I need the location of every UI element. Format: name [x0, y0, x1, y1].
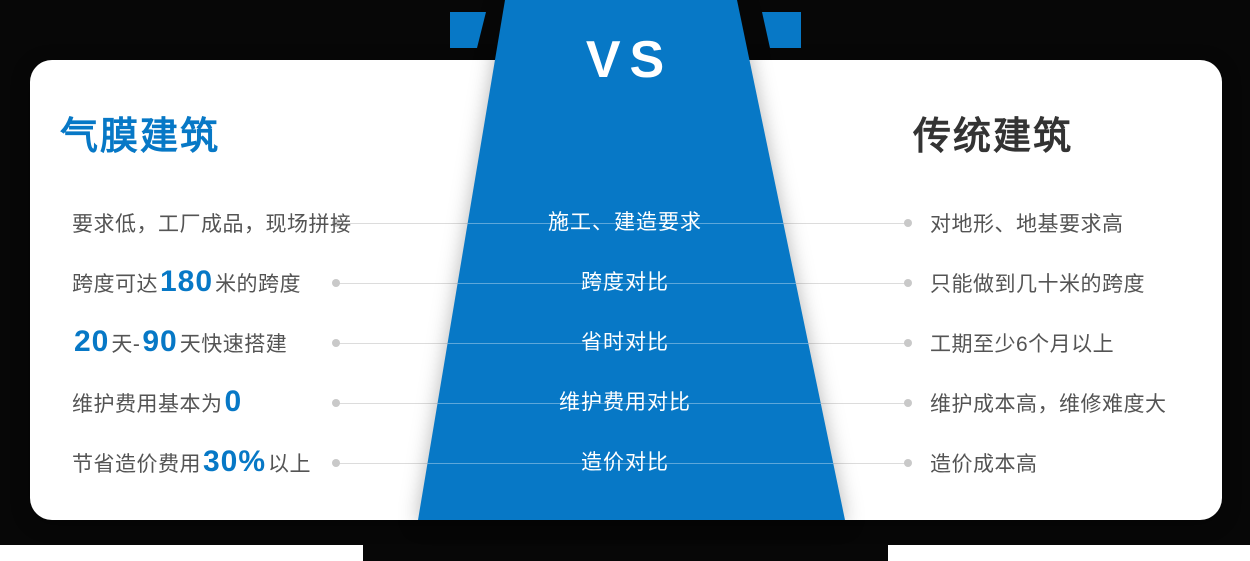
- connector-dot-left: [332, 459, 340, 467]
- connector-dot-left: [332, 339, 340, 347]
- center-category-label: 维护费用对比: [559, 391, 691, 414]
- right-row-text: 只能做到几十米的跨度: [930, 273, 1145, 296]
- highlight-number: 20: [74, 325, 110, 358]
- highlight-number: 90: [142, 325, 178, 358]
- connector-dot-right: [904, 279, 912, 287]
- text-segment: 跨度可达: [72, 273, 158, 296]
- text-segment: 以上: [268, 453, 312, 476]
- trapezoid-hairline: [418, 343, 845, 344]
- trapezoid-hairline: [418, 223, 845, 224]
- left-row-text: 跨度可达 180 米的跨度: [72, 265, 301, 301]
- text-segment: 天快速搭建: [179, 333, 288, 356]
- text-segment: 节省造价费用: [72, 453, 201, 476]
- highlight-number: 30%: [203, 445, 267, 478]
- trapezoid-hairline: [418, 463, 845, 464]
- connector-dot-left: [332, 279, 340, 287]
- trapezoid-hairline: [418, 283, 845, 284]
- connector-dot-left: [332, 219, 340, 227]
- vs-trapezoid: VS 施工、建造要求 跨度对比 省时对比 维护费用对比 造价对比: [418, 0, 845, 520]
- connector-dot-left: [332, 399, 340, 407]
- center-category-label: 施工、建造要求: [548, 211, 702, 234]
- right-column-title: 传统建筑: [913, 116, 1074, 158]
- text-segment: 要求低，工厂成品，现场拼接: [72, 213, 352, 236]
- connector-dot-right: [904, 459, 912, 467]
- highlight-number: 0: [224, 385, 243, 418]
- connector-dot-right: [904, 219, 912, 227]
- connector-dot-right: [904, 399, 912, 407]
- left-row-text: 20 天- 90 天快速搭建: [72, 325, 287, 361]
- text-segment: 天-: [111, 333, 141, 356]
- pedestal-base: [363, 545, 888, 561]
- left-column-title: 气膜建筑: [60, 116, 221, 158]
- center-category-label: 造价对比: [581, 451, 669, 474]
- center-category-label: 跨度对比: [581, 271, 669, 294]
- right-row-text: 维护成本高，维修难度大: [930, 393, 1167, 416]
- left-row-text: 要求低，工厂成品，现场拼接: [72, 205, 352, 241]
- right-row-text: 造价成本高: [930, 453, 1038, 476]
- vs-trapezoid-wrapper: VS 施工、建造要求 跨度对比 省时对比 维护费用对比 造价对比: [375, 0, 875, 520]
- right-row-text: 工期至少6个月以上: [930, 333, 1115, 356]
- right-row-text: 对地形、地基要求高: [930, 213, 1124, 236]
- left-row-text: 维护费用基本为 0: [72, 385, 244, 421]
- left-row-text: 节省造价费用 30% 以上: [72, 445, 311, 481]
- trapezoid-hairline: [418, 403, 845, 404]
- connector-dot-right: [904, 339, 912, 347]
- highlight-number: 180: [160, 265, 214, 298]
- text-segment: 米的跨度: [215, 273, 302, 296]
- center-category-label: 省时对比: [581, 331, 669, 354]
- text-segment: 维护费用基本为: [72, 393, 223, 416]
- vs-label: VS: [585, 31, 674, 89]
